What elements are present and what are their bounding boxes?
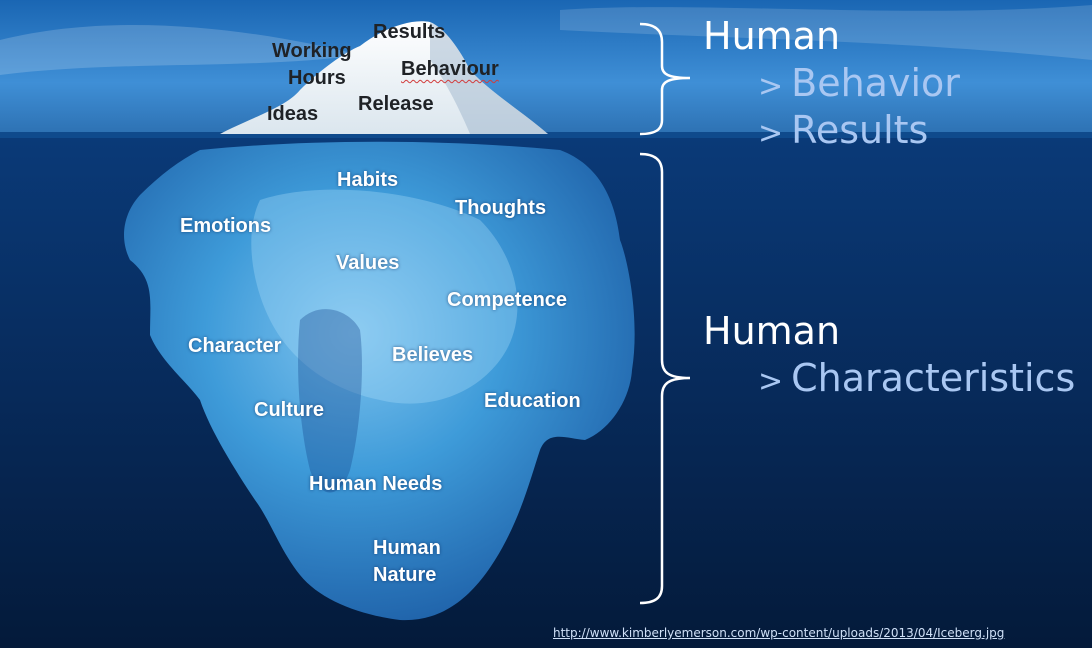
top-group-item-behavior: >Behavior <box>758 60 960 110</box>
sky <box>0 0 1092 138</box>
bottom-group-title: Human <box>703 309 841 353</box>
label-working: Working <box>272 40 352 62</box>
iceberg-underwater <box>124 141 635 621</box>
iceberg-inner-shadow <box>298 309 362 493</box>
label-ideas: Ideas <box>267 103 319 125</box>
item-text: Characteristics <box>791 356 1076 400</box>
iceberg-top <box>220 21 548 134</box>
source-link[interactable]: http://www.kimberlyemerson.com/wp-conten… <box>553 626 1005 640</box>
iceberg-inner-highlight <box>251 189 518 404</box>
item-text: Behavior <box>791 61 960 105</box>
label-habits: Habits <box>337 169 399 191</box>
item-text: Results <box>791 108 929 152</box>
label-nature: Nature <box>373 564 437 586</box>
chevron-right-icon: > <box>758 116 784 151</box>
top-group-item-results: >Results <box>758 107 928 157</box>
label-human-needs: Human Needs <box>309 473 443 495</box>
cloud <box>560 5 1092 60</box>
waterline <box>0 132 1092 138</box>
top-group-title: Human <box>703 14 841 58</box>
label-human: Human <box>373 537 441 559</box>
label-culture: Culture <box>254 399 324 421</box>
chevron-right-icon: > <box>758 364 784 399</box>
label-emotions: Emotions <box>180 215 272 237</box>
label-believes: Believes <box>392 344 474 366</box>
label-release: Release <box>358 93 434 115</box>
iceberg-top-shadow <box>430 22 548 134</box>
bottom-group-item-characteristics: >Characteristics <box>758 355 1075 405</box>
label-hours: Hours <box>288 67 346 89</box>
label-thoughts: Thoughts <box>455 197 547 219</box>
label-character: Character <box>188 335 282 357</box>
label-results: Results <box>373 21 446 43</box>
top-group-bracket <box>639 22 691 136</box>
cloud <box>0 24 360 75</box>
chevron-right-icon: > <box>758 69 784 104</box>
label-competence: Competence <box>447 289 568 311</box>
label-values: Values <box>336 252 400 274</box>
label-education: Education <box>484 390 581 412</box>
bottom-group-bracket <box>639 152 691 605</box>
label-behaviour: Behaviour <box>401 58 499 80</box>
